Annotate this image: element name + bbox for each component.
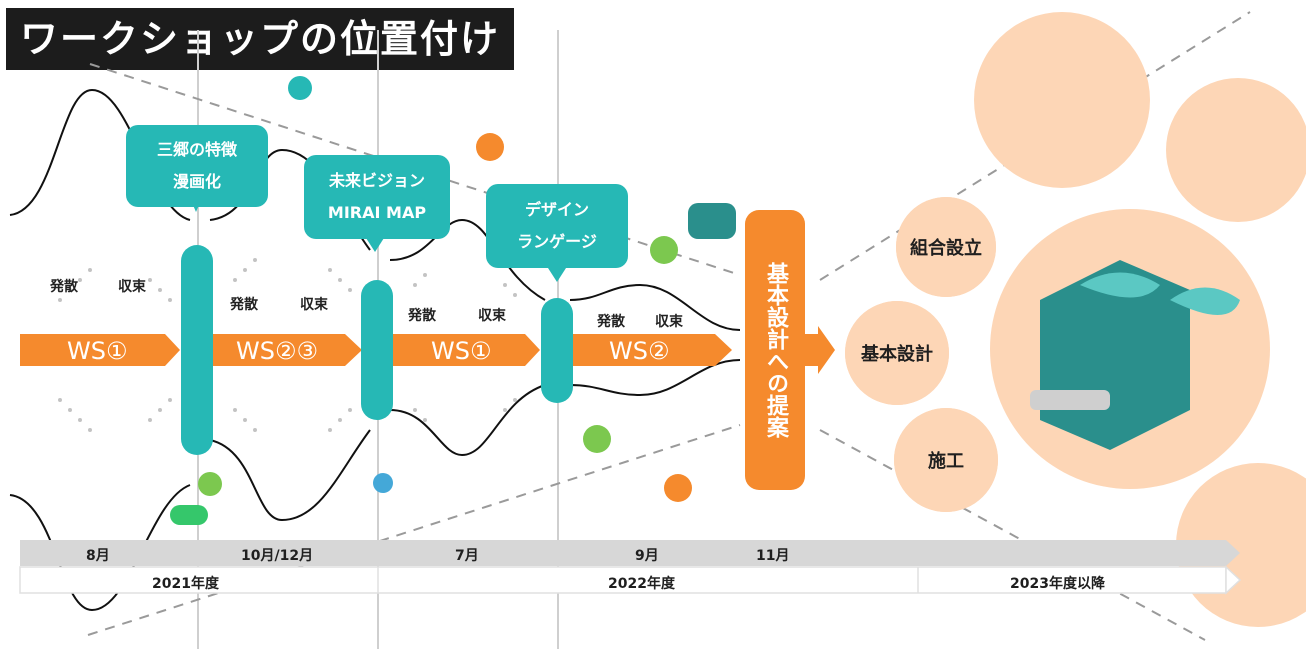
ws-arrow-2 <box>212 334 362 366</box>
proposal-arrow <box>805 326 835 374</box>
phase-label: 収束 <box>118 279 146 295</box>
callout-line: 漫画化 <box>172 172 221 191</box>
decor <box>170 76 736 525</box>
phase-label: 発散 <box>597 314 625 330</box>
ws-arrow-1 <box>20 334 180 366</box>
ws-arrow-3 <box>392 334 540 366</box>
callout-line: MIRAI MAP <box>327 203 427 222</box>
speech-bubble-icon <box>583 425 611 453</box>
callout-line: ランゲージ <box>517 232 597 251</box>
dotted-arrows <box>58 258 517 432</box>
month-label: 11月 <box>756 548 790 564</box>
speech-bubble-icon <box>650 236 678 264</box>
phase-label: 収束 <box>478 308 506 324</box>
page-title: ワークショップの位置付け <box>6 8 515 70</box>
callout-line: 三郷の特徴 <box>156 140 237 159</box>
callout-line: 未来ビジョン <box>328 171 425 190</box>
callout-line: デザイン <box>524 200 589 219</box>
ws-label: WS① <box>67 337 128 365</box>
phase-label: 発散 <box>230 297 258 313</box>
callout-mirai-map: 未来ビジョン MIRAI MAP <box>304 155 450 239</box>
phase-label: 収束 <box>655 314 683 330</box>
ws-label: WS① <box>431 337 492 365</box>
milestone-pills <box>181 245 573 455</box>
train-icon <box>688 203 736 239</box>
person-icon <box>170 505 208 525</box>
phase-label: 発散 <box>50 279 78 295</box>
month-label: 9月 <box>635 548 659 564</box>
workshop-arrows <box>20 334 732 366</box>
proposal-box: 基本設計への提案 <box>745 210 805 490</box>
year-label: 2021年度 <box>152 576 219 592</box>
month-label: 8月 <box>86 548 110 564</box>
ws-label: WS② <box>609 337 670 365</box>
speech-bubble-icon <box>198 472 222 496</box>
speech-bubble-icon <box>476 133 504 161</box>
month-label: 10月/12月 <box>241 548 314 564</box>
ws-label: WS②③ <box>236 337 318 365</box>
callout-manga: 三郷の特徴 漫画化 <box>126 125 268 207</box>
city-model <box>1030 260 1240 450</box>
outcome-design: 基本設計 <box>845 301 949 405</box>
outcome-union: 組合設立 <box>896 197 996 297</box>
speech-bubble-icon <box>664 474 692 502</box>
speech-bubble-icon <box>373 473 393 493</box>
speech-bubble-icon <box>288 76 312 100</box>
year-label: 2023年度以降 <box>1010 576 1105 592</box>
outcome-construction: 施工 <box>894 408 998 512</box>
phase-label: 発散 <box>408 308 436 324</box>
timeline-months-bg <box>20 540 1226 566</box>
month-label: 7月 <box>455 548 479 564</box>
callout-design-language: デザイン ランゲージ <box>486 184 628 268</box>
phase-label: 収束 <box>300 297 328 313</box>
year-label: 2022年度 <box>608 576 675 592</box>
ws-arrow-4 <box>572 334 732 366</box>
